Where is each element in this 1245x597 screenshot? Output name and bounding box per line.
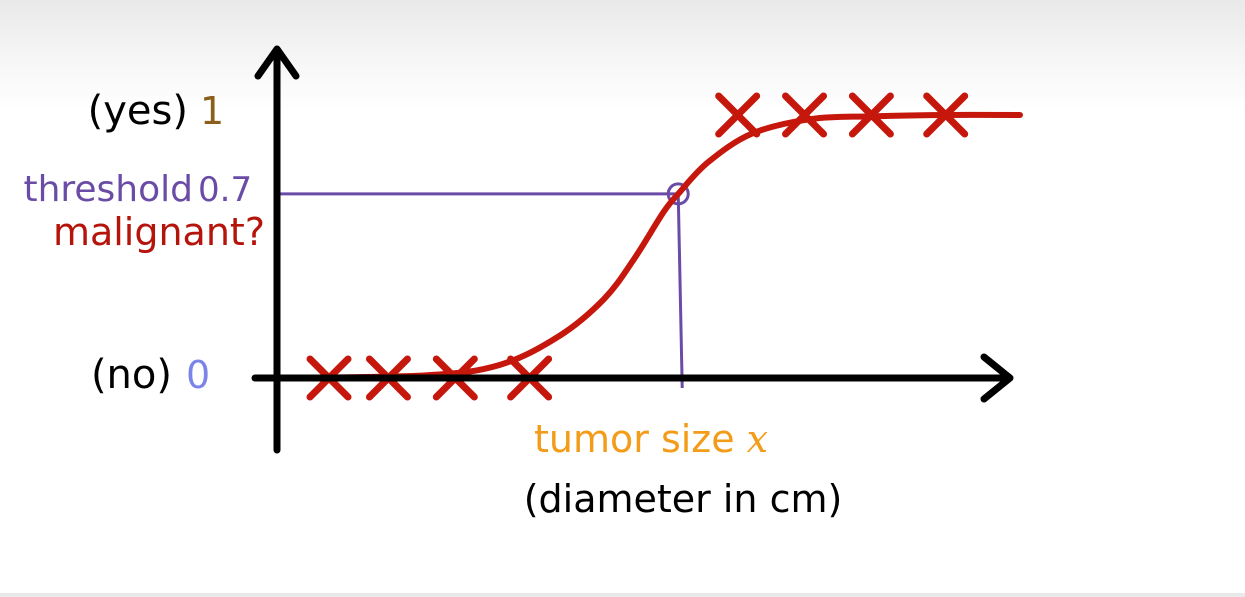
x-axis-variable: x <box>747 417 768 461</box>
threshold-value-label: 0.7 <box>198 170 252 210</box>
y-tick-prefix-no: (no) <box>91 352 172 398</box>
x-axis-label-text: tumor size <box>534 417 735 461</box>
data-point-malignant <box>848 92 894 138</box>
threshold-marker <box>666 182 690 206</box>
sigmoid-curve <box>274 111 1023 381</box>
y-tick-label-0: 0 <box>186 353 210 397</box>
threshold-label: threshold <box>23 169 193 210</box>
data-point-malignant <box>715 92 761 138</box>
x-axis-label: tumor size x <box>534 417 768 461</box>
x-axis-arrowhead <box>980 353 1014 403</box>
y-axis-arrowhead <box>254 45 300 80</box>
data-point-malignant <box>782 92 828 138</box>
threshold-vertical-line <box>676 193 684 389</box>
x-axis-sublabel: (diameter in cm) <box>524 477 843 521</box>
y-tick-label-1: 1 <box>200 89 224 133</box>
y-axis-label: malignant? <box>53 210 265 254</box>
y-tick-prefix-yes: (yes) <box>88 88 188 134</box>
data-point-malignant <box>923 92 969 138</box>
